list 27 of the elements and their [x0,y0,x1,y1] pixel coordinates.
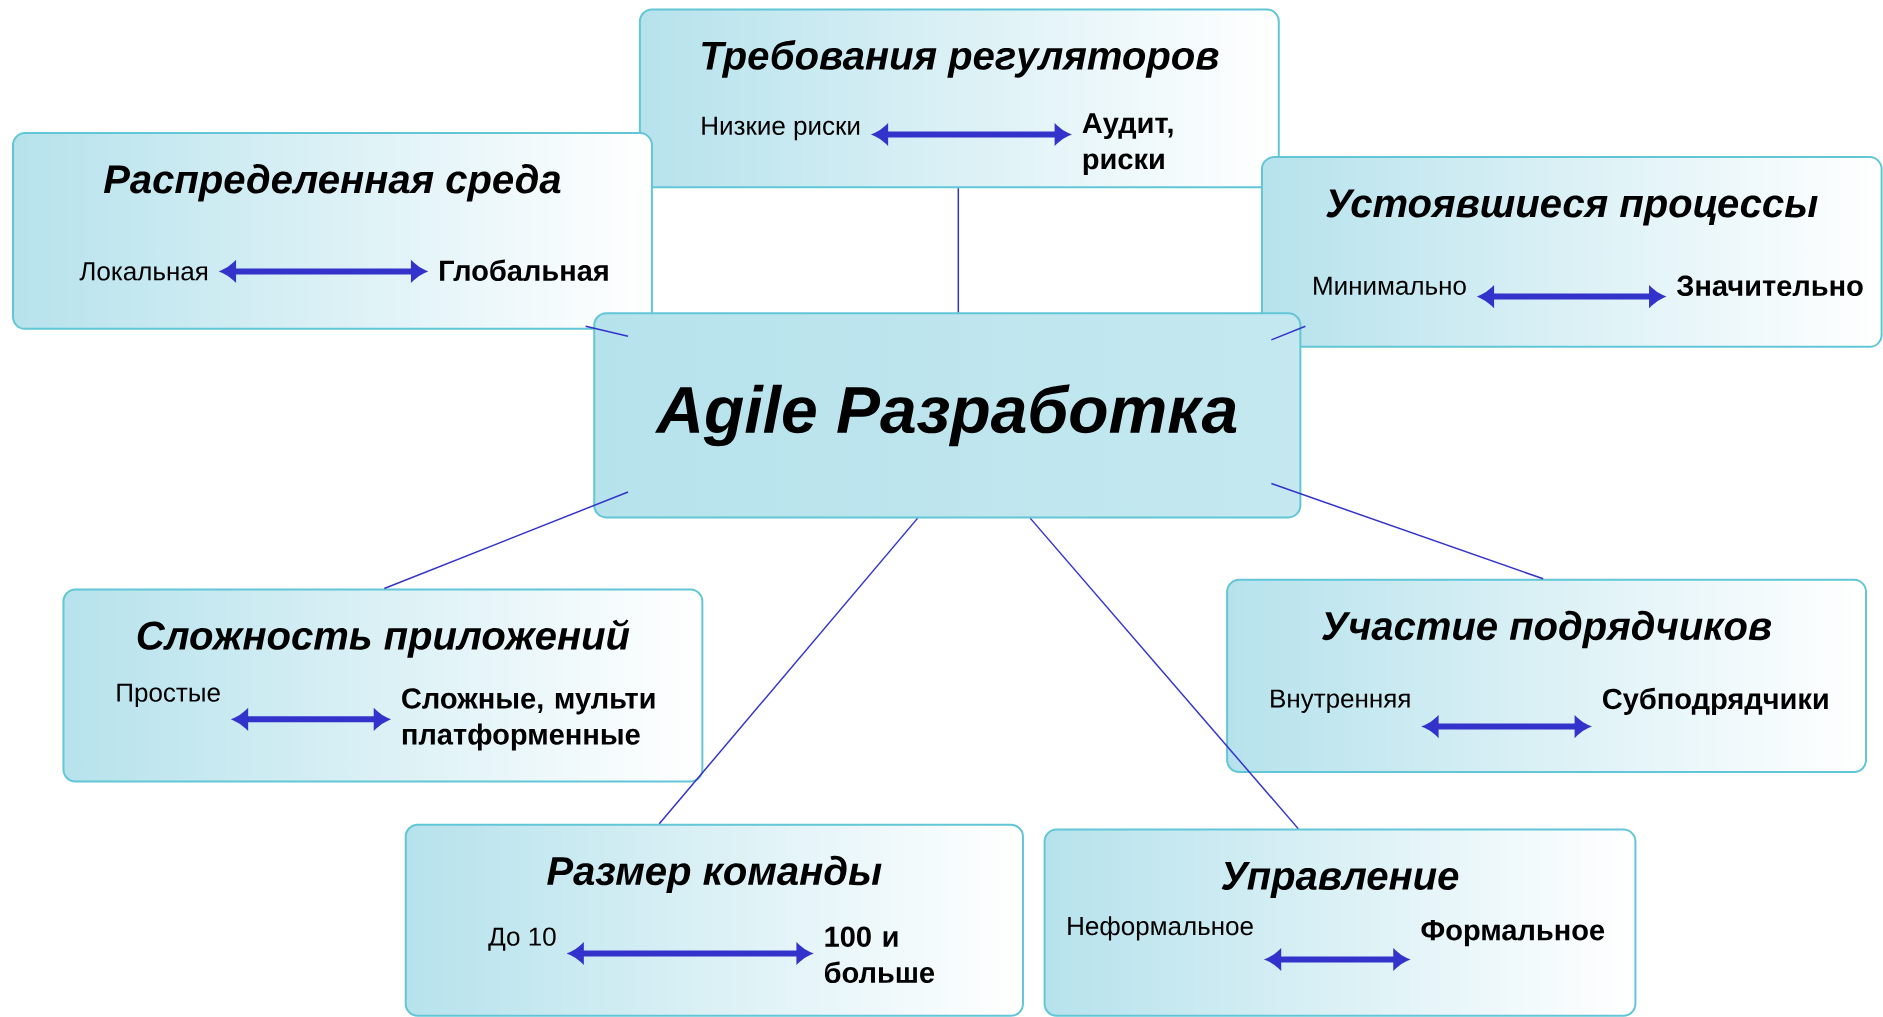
high-end-label: Аудит, риски [1082,113,1173,176]
central-topic-box: Agile Разработка [593,312,1302,519]
high-end-label: Формальное [1421,920,1605,947]
double-arrow [1479,287,1664,306]
high-end-label: Субподрядчики [1603,687,1828,715]
double-arrow [233,710,389,729]
high-end-label: Значительно [1676,275,1863,297]
double-arrow [1423,717,1590,736]
low-end-label: До 10 [488,927,556,951]
connector-line [1029,517,1299,830]
high-end-label: 100 и больше [824,926,935,983]
low-end-label: Простые [117,683,220,707]
connector-line [1270,482,1544,580]
low-end-label: Низкие риски [702,116,860,141]
double-arrow [873,125,1070,144]
connector-line [957,187,960,313]
high-end-label: Сложные, мульти платформенные [402,688,655,751]
low-end-label: Минимально [1314,276,1466,295]
high-end-label: Глобальная [440,259,608,281]
connector-line [1270,325,1307,341]
low-end-label: Внутренняя [1271,689,1410,713]
connector-line [658,517,919,825]
double-arrow [221,262,426,281]
low-end-label: Неформальное [1068,916,1253,941]
connector-line [383,491,629,590]
low-end-label: Локальная [79,262,208,281]
connector-line [584,325,629,337]
